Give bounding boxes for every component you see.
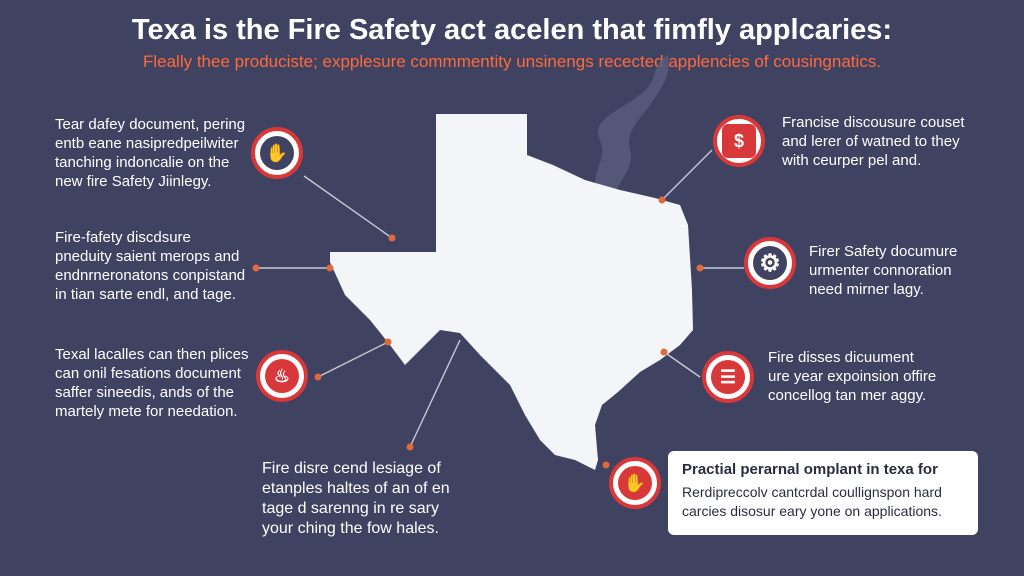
left-text-block-1: Tear dafey document, pering entb eane na… [55, 116, 246, 190]
left-text-block-2: Fire-fafety discdsure pneduity saient me… [55, 229, 246, 303]
left-text-block-3: Texal lacalles can then plices can onil … [55, 346, 249, 420]
hand-fire-icon: ✋ [609, 457, 661, 509]
callout-title: Practial perarnal omplant in texa for [682, 461, 938, 478]
callout-line: carcies disosur eary yone on application… [682, 503, 942, 519]
bottom-text-block: Fire disre cend lesiage of etanples halt… [262, 460, 450, 537]
right-text-block-2: Firer Safety documure urmenter connorati… [809, 243, 958, 298]
smoke-plume [595, 55, 669, 200]
page-title: Texa is the Fire Safety act acelen that … [131, 14, 893, 46]
gear-icon: ⚙ [744, 237, 796, 289]
connector-dots [252, 196, 704, 469]
document-case-icon: $ [713, 115, 765, 167]
page-subtitle: Fleally thee produciste; expplesure comm… [142, 52, 881, 71]
fire-icon: ♨ [256, 350, 308, 402]
callout-box: Practial perarnal omplant in texa for Re… [668, 451, 978, 535]
right-text-block-3: Fire disses dicuument ure year expoinsio… [768, 349, 937, 404]
hand-flame-icon: ✋ [251, 127, 303, 179]
callout-line: Rerdipreccolv cantcrdal coullignspon har… [682, 484, 942, 500]
connector-lines [256, 149, 744, 448]
right-text-block-1: Francise discousure couset and lerer of … [782, 114, 965, 169]
no-symbol-icon: ☰ [702, 351, 754, 403]
texas-shape [330, 114, 693, 470]
